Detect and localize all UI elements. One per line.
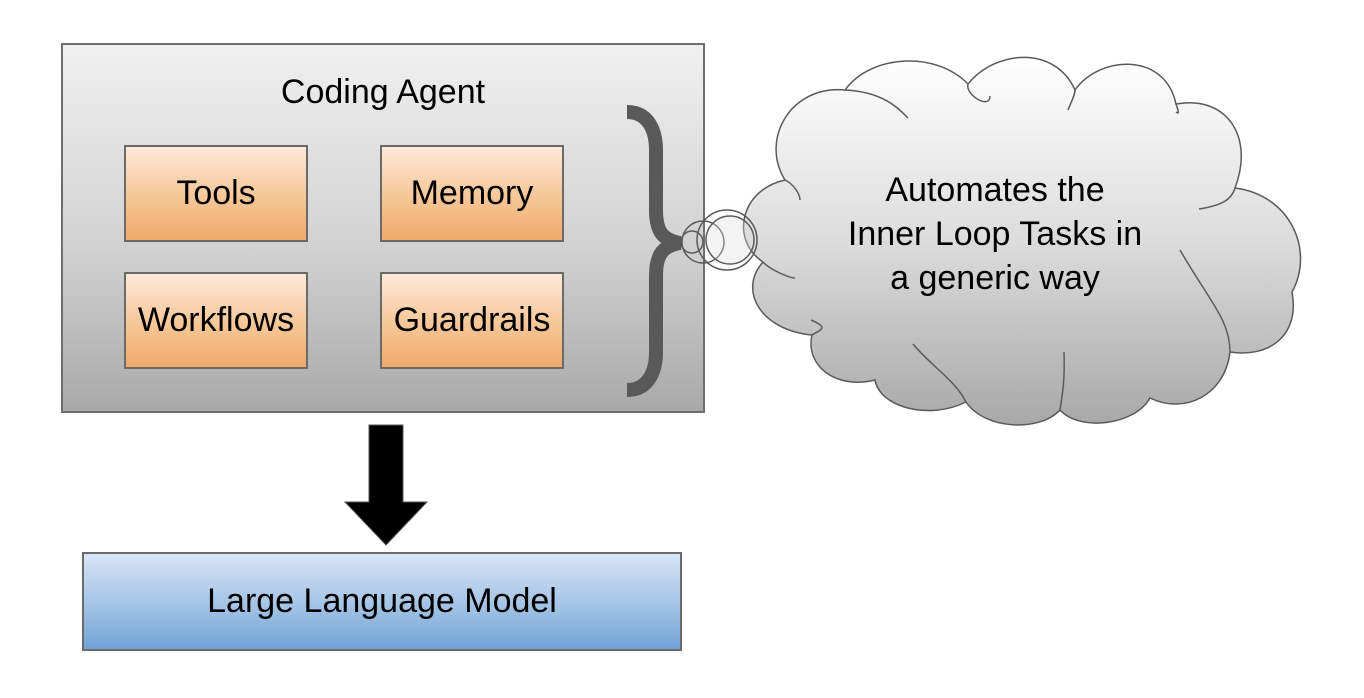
component-workflows-label: Workflows: [137, 301, 295, 339]
component-workflows: Workflows: [124, 272, 308, 369]
thought-line-1: Automates the: [885, 171, 1105, 209]
thought-line-3: a generic way: [890, 259, 1100, 297]
component-guardrails: Guardrails: [380, 272, 564, 369]
down-arrow-icon: [343, 424, 429, 546]
llm-label: Large Language Model: [207, 582, 557, 620]
component-memory-label: Memory: [410, 174, 534, 212]
thought-line-2: Inner Loop Tasks in: [847, 215, 1143, 253]
component-memory: Memory: [380, 145, 564, 242]
component-guardrails-label: Guardrails: [393, 301, 551, 339]
coding-agent-title: Coding Agent: [280, 73, 486, 111]
component-tools-label: Tools: [176, 174, 256, 212]
curly-brace-icon: [626, 105, 682, 397]
thought-bubble-small: [680, 230, 704, 254]
thought-bubble-large: [696, 209, 758, 271]
cloud-shape: [742, 56, 1302, 426]
thought-cloud-text: Automates the Inner Loop Tasks in a gene…: [820, 168, 1170, 300]
component-tools: Tools: [124, 145, 308, 242]
thought-bubble-xlarge: [705, 215, 755, 265]
llm-box: Large Language Model: [82, 552, 682, 651]
coding-agent-box: Coding Agent Tools Memory Workflows Guar…: [61, 43, 705, 413]
